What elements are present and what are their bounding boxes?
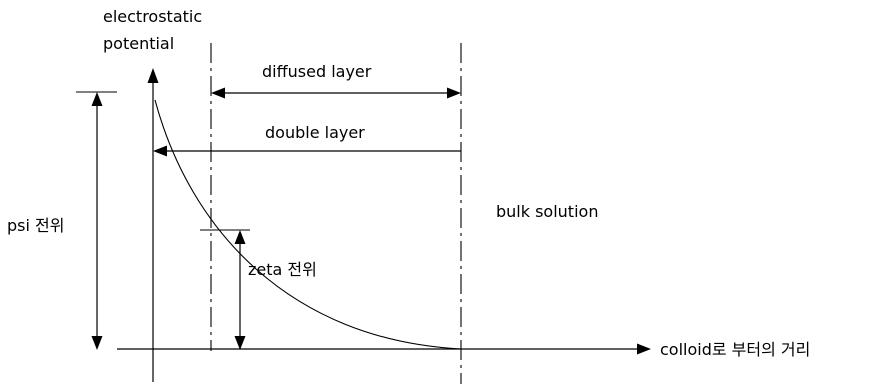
psi-arrowhead-top	[91, 92, 103, 106]
y-axis-arrowhead	[147, 68, 159, 83]
psi-arrowhead-bottom	[91, 336, 103, 350]
zeta-potential-label: zeta 전위	[248, 260, 317, 279]
double-layer-arrowhead	[153, 145, 167, 157]
y-axis-label-line1: electrostatic	[103, 7, 203, 26]
diffused-layer-arrowhead-right	[447, 87, 461, 99]
psi-potential-label: psi 전위	[7, 216, 65, 235]
diffused-layer-arrowhead-left	[211, 87, 225, 99]
diffused-layer-label: diffused layer	[262, 62, 372, 81]
potential-decay-curve	[154, 99, 462, 350]
x-axis-arrowhead	[637, 343, 651, 355]
bulk-solution-label: bulk solution	[496, 202, 599, 221]
x-axis-label: colloid로 부터의 거리	[660, 340, 811, 359]
zeta-arrowhead-bottom	[234, 336, 246, 350]
double-layer-label: double layer	[265, 123, 365, 142]
y-axis-label-line2: potential	[103, 34, 175, 53]
zeta-arrowhead-top	[234, 230, 246, 244]
